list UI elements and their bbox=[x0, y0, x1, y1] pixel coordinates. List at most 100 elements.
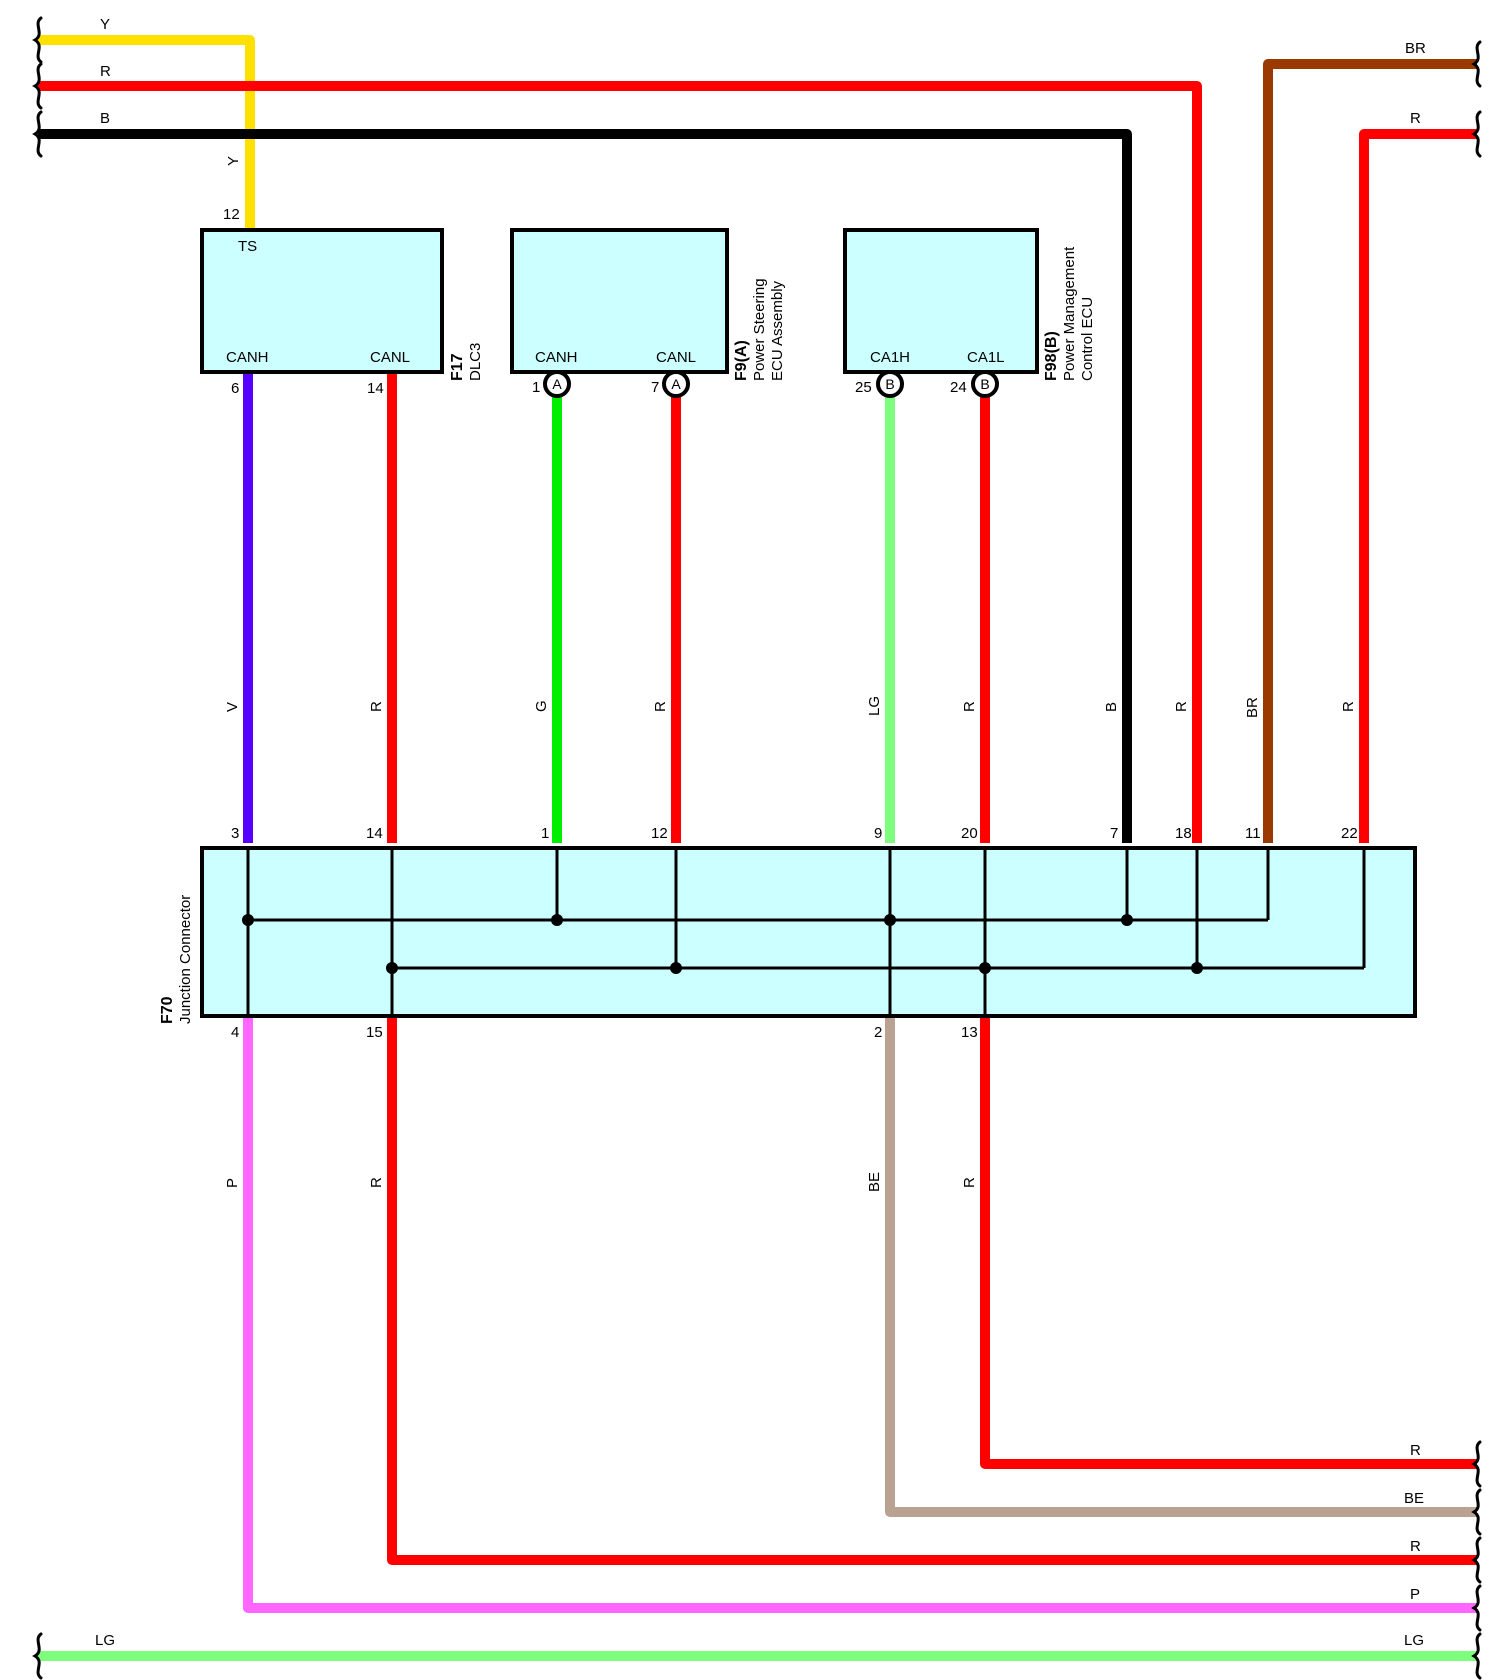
ps-name-line1: Power Steering bbox=[751, 278, 768, 381]
junction-bottom-pin-4: 13 bbox=[961, 1024, 978, 1041]
connector-letter: A bbox=[671, 376, 681, 392]
wire-label-y-vertical: Y bbox=[225, 156, 242, 166]
vlabel-lower-4: R bbox=[961, 1177, 978, 1188]
dlc3-code: F17 bbox=[449, 353, 466, 381]
connector-id-circle: A bbox=[543, 370, 571, 398]
wire-be-junction-2 bbox=[885, 1013, 1477, 1517]
wire-y-ts bbox=[38, 35, 255, 228]
vlabel-upper-1: V bbox=[224, 702, 241, 712]
vlabel-upper-3: G bbox=[533, 700, 550, 712]
junction-box bbox=[200, 846, 1417, 1018]
junction-top-pin-6: 20 bbox=[961, 825, 978, 842]
pm-code: F98(B) bbox=[1043, 331, 1060, 381]
wire-label-bottom-left: LG bbox=[95, 1632, 115, 1649]
vlabel-upper-8: R bbox=[1173, 701, 1190, 712]
wire-break-mark bbox=[1471, 110, 1482, 158]
wire-break-mark bbox=[1471, 1584, 1482, 1632]
vlabel-upper-2: R bbox=[368, 701, 385, 712]
wire-r-junction-18 bbox=[38, 81, 1202, 843]
wire-label-bottom-right-2: BE bbox=[1404, 1490, 1424, 1507]
vlabel-lower-2: R bbox=[368, 1177, 385, 1188]
ps-canl-label: CANL bbox=[656, 349, 696, 366]
connector-letter: B bbox=[980, 376, 989, 392]
pm-ecu-box bbox=[843, 228, 1039, 374]
junction-splice-dot bbox=[670, 962, 682, 974]
connector-id-circle: B bbox=[876, 370, 904, 398]
wire-label-top-left-3: B bbox=[100, 110, 110, 127]
ps-canh-label: CANH bbox=[535, 349, 578, 366]
junction-top-pin-5: 9 bbox=[874, 825, 882, 842]
wire-break-mark bbox=[1471, 1536, 1482, 1584]
wire-label-bottom-right-4: P bbox=[1410, 1586, 1420, 1603]
connector-letter: A bbox=[552, 376, 562, 392]
wire-r-junction-22 bbox=[1359, 129, 1477, 843]
pm-ca1h-pin: 25 bbox=[855, 379, 872, 396]
junction-bottom-pin-1: 4 bbox=[231, 1024, 239, 1041]
junction-splice-dot bbox=[979, 962, 991, 974]
pm-name-line2: Control ECU bbox=[1079, 297, 1096, 381]
vlabel-upper-6: R bbox=[961, 701, 978, 712]
connector-letter: B bbox=[885, 376, 894, 392]
ps-name-line2: ECU Assembly bbox=[769, 280, 786, 381]
wire-label-top-right-2: R bbox=[1410, 110, 1421, 127]
pm-ca1h-label: CA1H bbox=[870, 349, 910, 366]
junction-top-pin-4: 12 bbox=[651, 825, 668, 842]
wire-label-top-left-1: Y bbox=[100, 16, 110, 33]
wire-r-junction-15 bbox=[387, 1013, 1477, 1565]
wire-break-mark bbox=[1471, 1632, 1482, 1680]
wire-p-junction-4 bbox=[243, 1013, 1477, 1613]
connector-id-circle: A bbox=[662, 370, 690, 398]
junction-bottom-pin-3: 2 bbox=[874, 1024, 882, 1041]
vlabel-lower-1: P bbox=[224, 1178, 241, 1188]
wire-label-bottom-right-3: R bbox=[1410, 1538, 1421, 1555]
junction-splice-dot bbox=[551, 914, 563, 926]
vlabel-lower-3: BE bbox=[866, 1172, 883, 1192]
wire-label-bottom-right-1: R bbox=[1410, 1442, 1421, 1459]
junction-name: Junction Connector bbox=[177, 895, 194, 1024]
junction-top-pin-7: 7 bbox=[1110, 825, 1118, 842]
vlabel-upper-4: R bbox=[652, 701, 669, 712]
pm-name-line1: Power Management bbox=[1061, 246, 1078, 381]
dlc3-canh-pin: 6 bbox=[231, 380, 239, 397]
ps-ecu-box bbox=[510, 228, 729, 374]
ps-canh-pin: 1 bbox=[532, 379, 540, 396]
junction-top-pin-2: 14 bbox=[366, 825, 383, 842]
connector-id-circle: B bbox=[971, 370, 999, 398]
ps-code: F9(A) bbox=[733, 340, 750, 381]
junction-top-pin-10: 22 bbox=[1341, 825, 1358, 842]
dlc3-name: DLC3 bbox=[467, 343, 484, 381]
wire-break-mark bbox=[32, 62, 43, 110]
wire-break-mark bbox=[32, 110, 43, 158]
junction-splice-dot bbox=[1121, 914, 1133, 926]
junction-bottom-pin-2: 15 bbox=[366, 1024, 383, 1041]
junction-splice-dot bbox=[884, 914, 896, 926]
wire-b-junction-7 bbox=[38, 129, 1132, 843]
dlc3-box bbox=[200, 228, 444, 374]
ps-canl-pin: 7 bbox=[651, 379, 659, 396]
pm-ca1l-pin: 24 bbox=[950, 379, 967, 396]
junction-top-pin-8: 18 bbox=[1175, 825, 1192, 842]
wire-label-top-right-1: BR bbox=[1405, 40, 1426, 57]
wire-break-mark bbox=[32, 16, 43, 64]
wire-break-mark bbox=[1471, 40, 1482, 88]
junction-splice-dot bbox=[1191, 962, 1203, 974]
junction-top-pin-9: 11 bbox=[1245, 825, 1261, 842]
vlabel-upper-5: LG bbox=[866, 696, 883, 716]
junction-top-pin-3: 1 bbox=[541, 825, 549, 842]
vlabel-upper-9: BR bbox=[1244, 697, 1261, 718]
wire-label-bottom-right: LG bbox=[1404, 1632, 1424, 1649]
wire-br-junction-11 bbox=[1263, 59, 1477, 843]
vlabel-upper-7: B bbox=[1103, 702, 1120, 712]
dlc3-canl-label: CANL bbox=[370, 349, 410, 366]
wire-break-mark bbox=[1471, 1488, 1482, 1536]
wire-label-top-left-2: R bbox=[100, 63, 111, 80]
pm-ca1l-label: CA1L bbox=[967, 349, 1005, 366]
junction-top-pin-1: 3 bbox=[231, 825, 239, 842]
dlc3-ts-label: TS bbox=[238, 238, 257, 255]
junction-code: F70 bbox=[159, 996, 176, 1024]
junction-splice-dot bbox=[242, 914, 254, 926]
junction-splice-dot bbox=[386, 962, 398, 974]
dlc3-canl-pin: 14 bbox=[367, 380, 384, 397]
dlc3-canh-label: CANH bbox=[226, 349, 269, 366]
